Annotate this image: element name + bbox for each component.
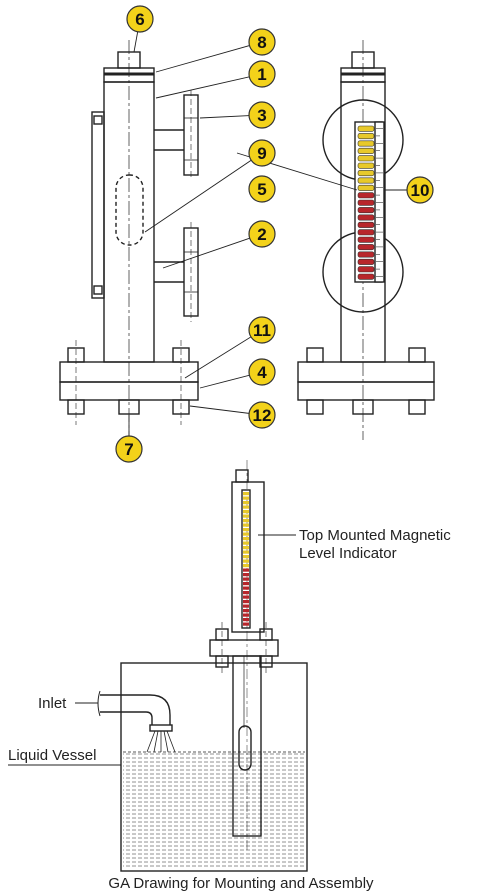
drain-nut: [118, 399, 140, 415]
indicator-flag: [357, 192, 375, 199]
indicator-flag: [357, 236, 375, 243]
assembly-flag: [243, 573, 249, 577]
assembly-flag: [243, 541, 249, 545]
callout-circle: [248, 60, 276, 88]
callout-number: 11: [253, 321, 271, 340]
callout-circle: [248, 316, 276, 344]
callout-circle: [248, 28, 276, 56]
assembly-flag: [243, 568, 249, 572]
indicator-flag: [357, 266, 375, 273]
callout-number: 8: [257, 33, 266, 52]
indicator-flag: [357, 207, 375, 214]
assembly-flag: [243, 613, 249, 617]
assembly-flag: [243, 564, 249, 568]
assembly-flag: [243, 577, 249, 581]
assembly-flag: [243, 496, 249, 500]
callout-circle: [248, 358, 276, 386]
assembly-flag: [243, 528, 249, 532]
indicator-flag: [357, 199, 375, 206]
assembly-flag: [243, 537, 249, 541]
indicator-flag: [357, 244, 375, 251]
liquid-vessel-label: Liquid Vessel: [8, 747, 96, 764]
assembly-flag: [243, 600, 249, 604]
top-mounted-label-line1: Top Mounted Magnetic: [299, 527, 451, 544]
assembly-flag: [243, 555, 249, 559]
drawing-caption: GA Drawing for Mounting and Assembly: [108, 875, 374, 892]
mounting-flange: [209, 639, 279, 657]
assembly-flag: [243, 514, 249, 518]
assembly-flag: [243, 510, 249, 514]
indicator-scale-strip: [241, 489, 251, 629]
indicator-flag: [357, 273, 375, 280]
top-mounted-label-line2: Level Indicator: [299, 545, 397, 562]
callout-circle: [406, 176, 434, 204]
assembly-flag: [243, 501, 249, 505]
assembly-flag: [243, 550, 249, 554]
assembly-flag: [243, 586, 249, 590]
assembly-flag: [243, 492, 249, 496]
inlet-label: Inlet: [38, 695, 67, 712]
indicator-flag: [357, 251, 375, 258]
inlet-pipe: [100, 694, 171, 725]
indicator-flag: [357, 229, 375, 236]
side-elevation-view: [59, 40, 199, 440]
indicator-flag: [357, 177, 375, 184]
assembly-flag: [243, 595, 249, 599]
callout-circle: [248, 101, 276, 129]
callouts: 6 8 1 3 9 10 5 2 11 4 12 7: [115, 5, 434, 463]
indicator-bar: [91, 111, 105, 299]
callout-number: 6: [135, 10, 144, 29]
indicator-flag: [357, 258, 375, 265]
assembly-flag: [243, 604, 249, 608]
liquid-surface-area: [123, 752, 305, 869]
mounting-assembly: [97, 460, 308, 872]
float-hidden: [115, 174, 144, 246]
callout-number: 7: [124, 440, 133, 459]
indicator-flag: [357, 162, 375, 169]
indicator-flag: [357, 184, 375, 191]
callout-number: 9: [257, 144, 266, 163]
callout-number: 3: [257, 106, 266, 125]
callout-circle: [248, 220, 276, 248]
callout-circle: [126, 5, 154, 33]
indicator-flag: [357, 140, 375, 147]
assembly-flag: [243, 532, 249, 536]
callout-number: 1: [257, 65, 266, 84]
assembly-flag: [243, 559, 249, 563]
assembly-flag: [243, 609, 249, 613]
assembly-flag: [243, 618, 249, 622]
callout-circle: [248, 401, 276, 429]
assembly-flag: [243, 622, 249, 626]
callout-number: 5: [257, 180, 266, 199]
assembly-flag: [243, 523, 249, 527]
assembly-flag: [243, 546, 249, 550]
callout-circle: [248, 139, 276, 167]
indicator-flag: [357, 221, 375, 228]
indicator-flag: [357, 133, 375, 140]
indicator-flag: [357, 147, 375, 154]
top-nut-assembly: [235, 469, 249, 483]
indicator-flag: [357, 155, 375, 162]
callout-number: 12: [253, 406, 272, 425]
indicator-flag: [357, 170, 375, 177]
assembly-flag: [243, 582, 249, 586]
assembly-flag: [243, 591, 249, 595]
indicator-flags: [357, 125, 383, 280]
callout-circle: [115, 435, 143, 463]
indicator-flag: [357, 214, 375, 221]
float: [238, 725, 252, 771]
assembly-flag: [243, 519, 249, 523]
assembly-leaders: [8, 534, 296, 766]
callout-circle: [248, 175, 276, 203]
assembly-flag: [243, 505, 249, 509]
callout-number: 2: [257, 225, 266, 244]
callout-number: 4: [257, 363, 267, 382]
indicator-flag: [357, 125, 375, 132]
callout-number: 10: [411, 181, 430, 200]
assembly-indicator-flags: [243, 492, 249, 626]
